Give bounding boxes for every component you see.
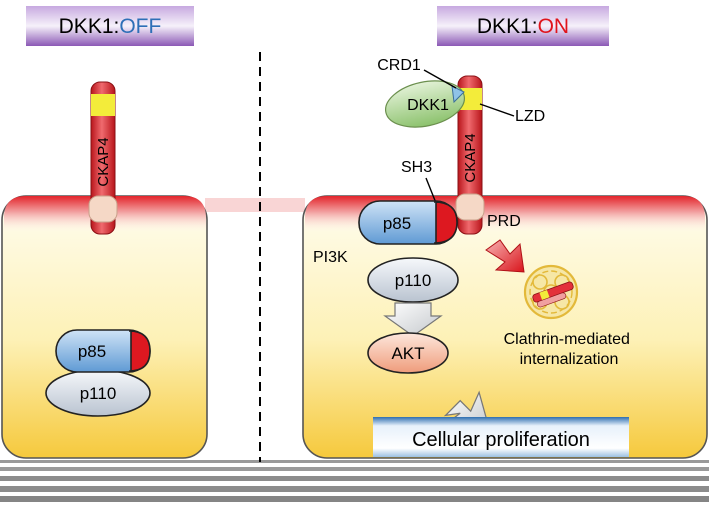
right-ckap4-label: CKAP4 — [462, 133, 479, 182]
clathrin-vesicle-icon — [523, 264, 579, 320]
left-title-state: OFF — [119, 15, 161, 38]
left-cell — [1, 195, 208, 459]
prd-label: PRD — [487, 213, 521, 230]
dkk1-ligand: DKK1 — [385, 80, 465, 128]
substrate-stripes — [0, 460, 709, 502]
right-p110-label: p110 — [395, 271, 432, 290]
internalization-line-2: internalization — [520, 351, 619, 368]
left-ckap4-label: CKAP4 — [95, 137, 112, 186]
crd1-label: CRD1 — [377, 57, 421, 74]
internalization-text: Clathrin-mediated internalization — [504, 331, 635, 368]
left-pi3k-complex: p110 p85 — [45, 329, 151, 417]
left-title-prefix: DKK1: — [59, 15, 120, 38]
cellular-proliferation-label: Cellular proliferation — [412, 429, 590, 451]
right-title: DKK1:ON — [437, 6, 609, 46]
left-title: DKK1:OFF — [26, 6, 194, 46]
pi3k-label: PI3K — [313, 249, 348, 266]
svg-text:DKK1:ON: DKK1:ON — [477, 15, 569, 38]
left-p110-label: p110 — [80, 384, 117, 403]
svg-text:DKK1:OFF: DKK1:OFF — [59, 15, 162, 38]
left-ckap4-receptor: CKAP4 — [88, 81, 118, 235]
right-title-prefix: DKK1: — [477, 15, 538, 38]
akt-label: AKT — [391, 344, 424, 363]
right-title-state: ON — [538, 15, 570, 38]
sh3-label: SH3 — [401, 159, 432, 176]
cellular-proliferation-box: Cellular proliferation — [373, 417, 629, 457]
lzd-label: LZD — [515, 108, 545, 125]
dkk1-label: DKK1 — [407, 97, 449, 114]
internalization-arrow — [485, 239, 525, 273]
right-p85-label: p85 — [383, 214, 411, 233]
akt-node: AKT — [367, 332, 449, 374]
internalization-line-1: Clathrin-mediated — [504, 331, 630, 348]
left-p85-label: p85 — [78, 342, 106, 361]
membrane-bridge — [205, 198, 305, 212]
activation-arrow — [383, 302, 443, 337]
right-pi3k-complex: SH3 p110 p85 PI3K — [313, 159, 459, 303]
